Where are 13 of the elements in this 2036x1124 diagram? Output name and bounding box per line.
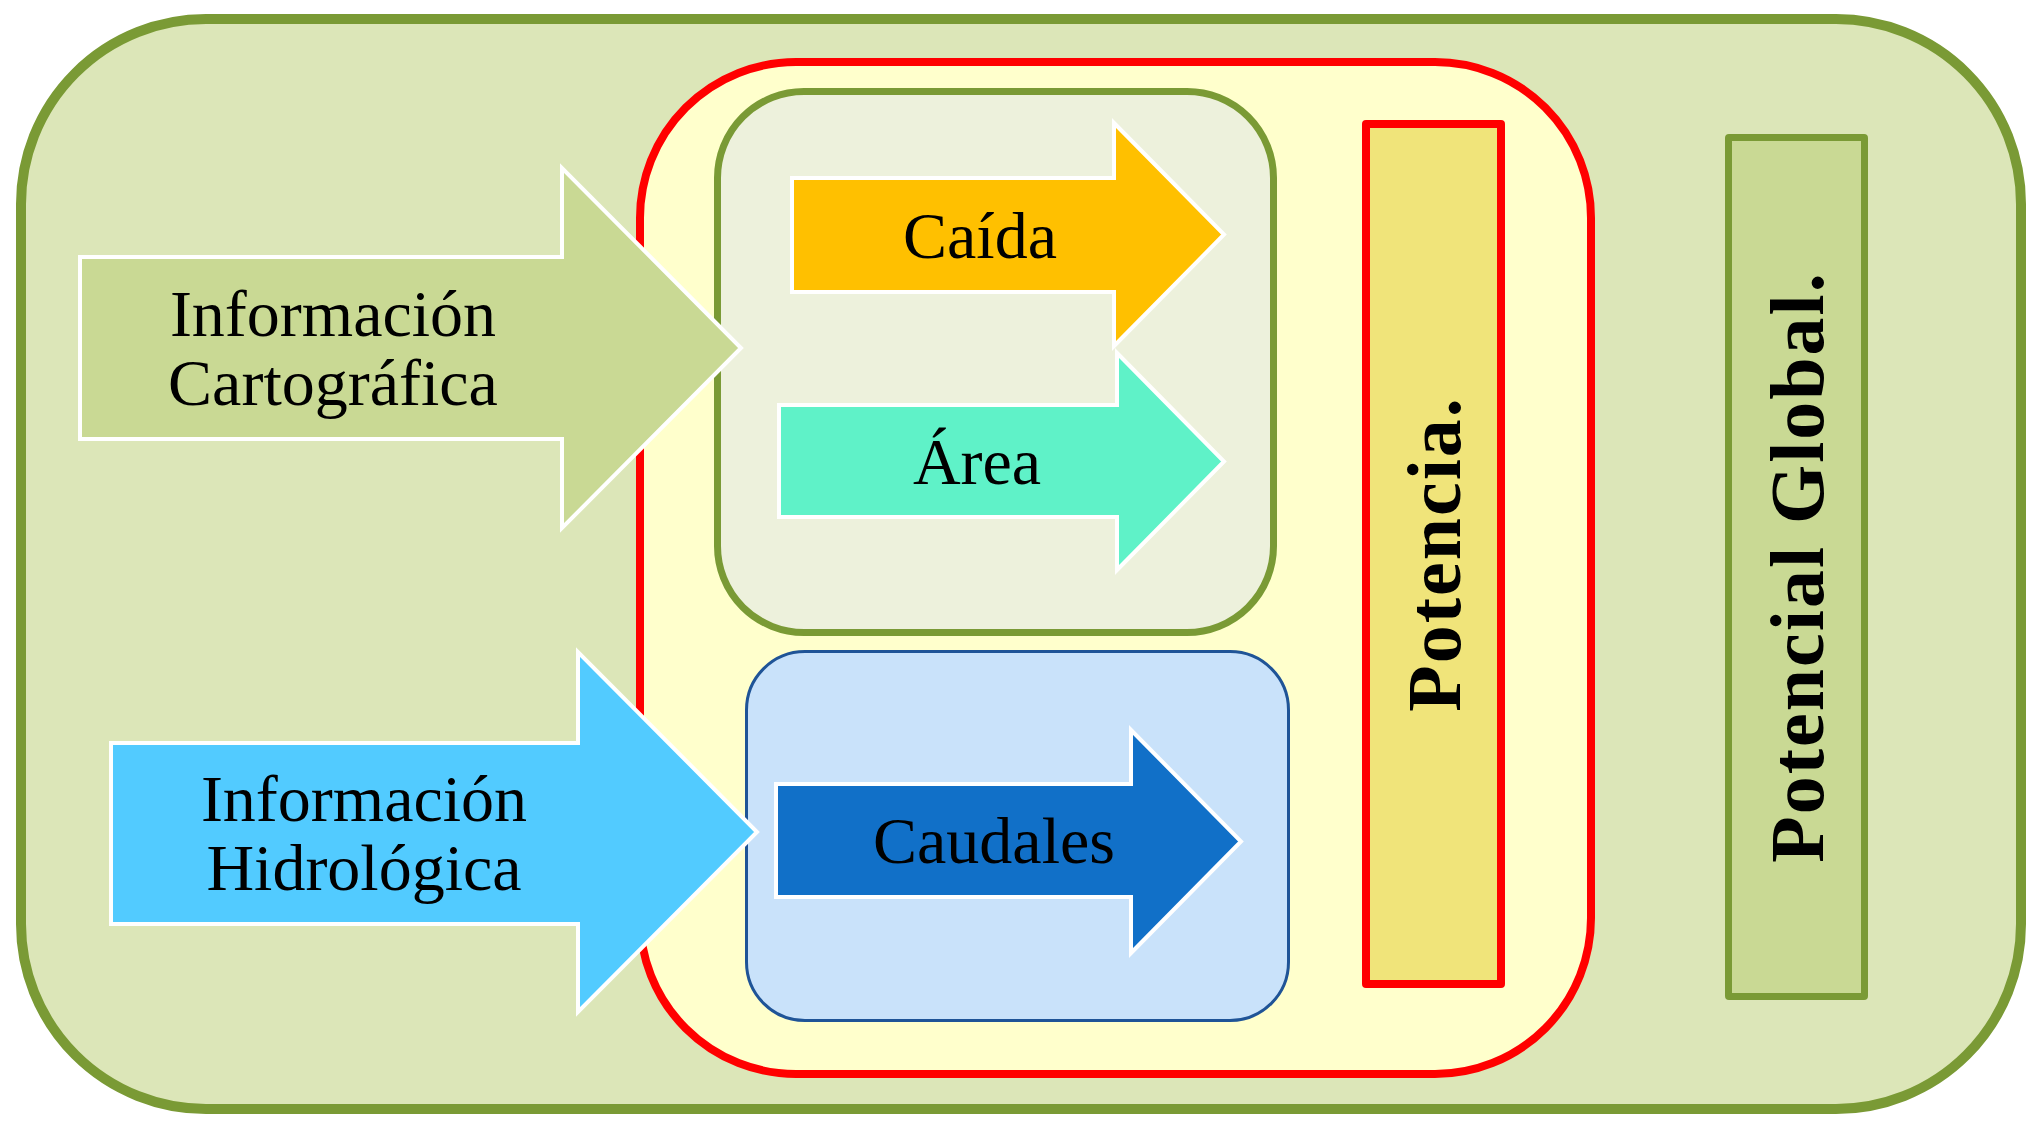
vertical-bar — [1725, 134, 1868, 1000]
rounded-panel — [714, 88, 1277, 636]
rounded-panel — [745, 650, 1290, 1022]
rounded-panel — [16, 14, 2026, 1114]
bar-label: Potencial Global. — [1758, 271, 1835, 863]
banner-label: Caída — [902, 200, 1058, 270]
banner-label: Área — [911, 426, 1043, 496]
vertical-bar — [1362, 120, 1505, 988]
banner-label: Caudales — [872, 806, 1116, 876]
bar-label: Potencia. — [1395, 396, 1472, 712]
rounded-panel — [636, 58, 1595, 1078]
banner-label: Información Cartográfica — [167, 278, 499, 418]
banner-label: Información Hidrológica — [199, 764, 529, 903]
